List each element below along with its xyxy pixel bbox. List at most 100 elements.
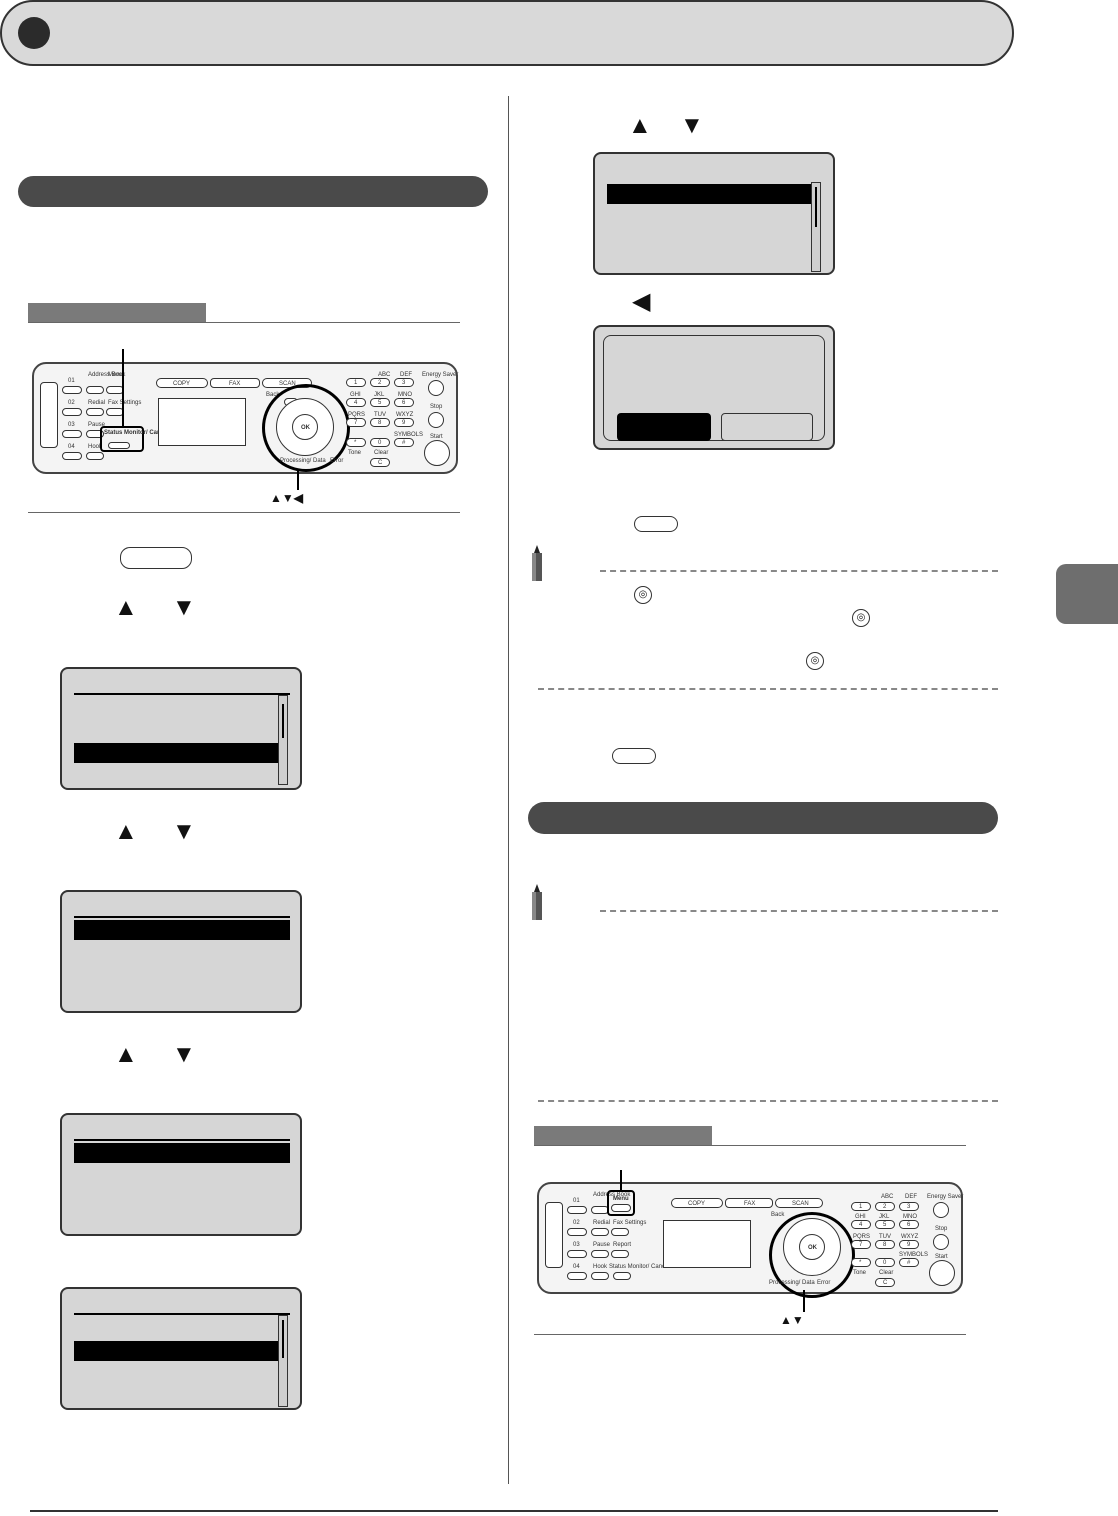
fax-button[interactable]: FAX (210, 378, 260, 388)
status-monitor-key-cap (120, 547, 192, 569)
lcd-scrollbar (278, 695, 288, 785)
up-arrow-icon: ▲ (114, 818, 138, 845)
key-8[interactable]: 8 (875, 1240, 895, 1249)
clear-button[interactable]: C (875, 1278, 895, 1287)
address-book-label: Address Book (593, 1192, 631, 1198)
scan-button[interactable]: SCAN (775, 1198, 823, 1208)
lcd-scrollbar (811, 182, 821, 272)
stop-label: Stop (430, 404, 443, 410)
key-9[interactable]: 9 (394, 418, 414, 427)
note-bottom-dashed-rule (538, 688, 998, 690)
key-hash[interactable]: # (899, 1258, 919, 1267)
pencil-note-icon (528, 884, 546, 922)
lcd-selected-row (74, 743, 278, 763)
stop-button[interactable] (933, 1234, 949, 1250)
fax-button[interactable]: FAX (725, 1198, 773, 1208)
fax-settings-button[interactable] (611, 1228, 629, 1236)
pause-button[interactable] (86, 430, 104, 438)
panel-side-slot (40, 382, 58, 448)
nav-keys-callout: ▲▼ (780, 1313, 804, 1327)
down-arrow-icon: ▼ (680, 112, 704, 139)
start-button[interactable] (929, 1260, 955, 1286)
key-hash[interactable]: # (394, 438, 414, 447)
one-touch-button-02[interactable] (567, 1228, 587, 1236)
address-book-label: Address Book (88, 372, 126, 378)
key-5[interactable]: 5 (875, 1220, 895, 1229)
one-touch-button-04[interactable] (567, 1272, 587, 1280)
key-star[interactable]: * (851, 1258, 871, 1267)
one-touch-button-01[interactable] (62, 386, 82, 394)
key-2[interactable]: 2 (370, 378, 390, 387)
lcd-screen-1 (60, 667, 302, 790)
status-monitor-cancel-button[interactable] (108, 442, 130, 449)
dialog-yes-button[interactable] (617, 413, 711, 441)
stop-key-icon: ◎ (806, 652, 824, 670)
energy-saver-button[interactable] (933, 1202, 949, 1218)
error-label: Error (817, 1280, 831, 1286)
keypad-letters: JKL (879, 1214, 890, 1220)
fax-settings-label: Fax Settings (108, 400, 142, 406)
one-touch-label: 02 (68, 400, 75, 406)
key-8[interactable]: 8 (370, 418, 390, 427)
copy-button[interactable]: COPY (671, 1198, 723, 1208)
key-3[interactable]: 3 (394, 378, 414, 387)
one-touch-button-03[interactable] (567, 1250, 587, 1258)
fax-settings-label: Fax Settings (613, 1220, 647, 1226)
key-1[interactable]: 1 (851, 1202, 871, 1211)
key-0[interactable]: 0 (875, 1258, 895, 1267)
key-7[interactable]: 7 (346, 418, 366, 427)
key-1[interactable]: 1 (346, 378, 366, 387)
key-6[interactable]: 6 (899, 1220, 919, 1229)
one-touch-label: 03 (68, 422, 75, 428)
section-heading-bar-left (18, 176, 488, 207)
key-3[interactable]: 3 (899, 1202, 919, 1211)
key-0[interactable]: 0 (370, 438, 390, 447)
footer-rule (30, 1510, 998, 1512)
energy-saver-button[interactable] (428, 380, 444, 396)
key-6[interactable]: 6 (394, 398, 414, 407)
one-touch-label: 01 (573, 1198, 580, 1204)
lcd-selected-row (607, 184, 811, 204)
subheading-rule-left (28, 322, 460, 323)
one-touch-button-02[interactable] (62, 408, 82, 416)
one-touch-label: 04 (573, 1264, 580, 1270)
callout-line-menu (620, 1170, 622, 1192)
one-touch-button-04[interactable] (62, 452, 82, 460)
key-9[interactable]: 9 (899, 1240, 919, 1249)
one-touch-label: 02 (573, 1220, 580, 1226)
dialog-no-button[interactable] (721, 413, 813, 441)
hook-button[interactable] (591, 1272, 609, 1280)
callout-line-status (122, 349, 124, 427)
status-monitor-cancel-button[interactable] (613, 1272, 631, 1280)
key-2[interactable]: 2 (875, 1202, 895, 1211)
key-4[interactable]: 4 (346, 398, 366, 407)
back-label: Back (266, 392, 280, 398)
menu-button[interactable] (611, 1204, 631, 1212)
key-star[interactable]: * (346, 438, 366, 447)
key-4[interactable]: 4 (851, 1220, 871, 1229)
down-arrow-icon: ▼ (172, 594, 196, 621)
report-button[interactable] (611, 1250, 629, 1258)
key-5[interactable]: 5 (370, 398, 390, 407)
tone-label: Tone (853, 1270, 867, 1276)
key-7[interactable]: 7 (851, 1240, 871, 1249)
down-arrow-icon: ▼ (172, 1041, 196, 1068)
lcd-confirm-dialog (593, 325, 835, 450)
address-book-button[interactable] (86, 386, 104, 394)
hook-button[interactable] (86, 452, 104, 460)
lcd-selected-row (74, 920, 290, 940)
start-button[interactable] (424, 440, 450, 466)
lcd-title-rule (74, 916, 290, 918)
pause-button[interactable] (591, 1250, 609, 1258)
redial-button[interactable] (591, 1228, 609, 1236)
one-touch-button-01[interactable] (567, 1206, 587, 1214)
stop-button[interactable] (428, 412, 444, 428)
up-arrow-icon: ▲ (114, 1041, 138, 1068)
callout-line-nav (803, 1290, 805, 1312)
redial-button[interactable] (86, 408, 104, 416)
keypad-letters: SYMBOLS (394, 432, 424, 438)
copy-button[interactable]: COPY (156, 378, 208, 388)
note-top-dashed-rule (600, 570, 998, 572)
one-touch-button-03[interactable] (62, 430, 82, 438)
clear-button[interactable]: C (370, 458, 390, 467)
